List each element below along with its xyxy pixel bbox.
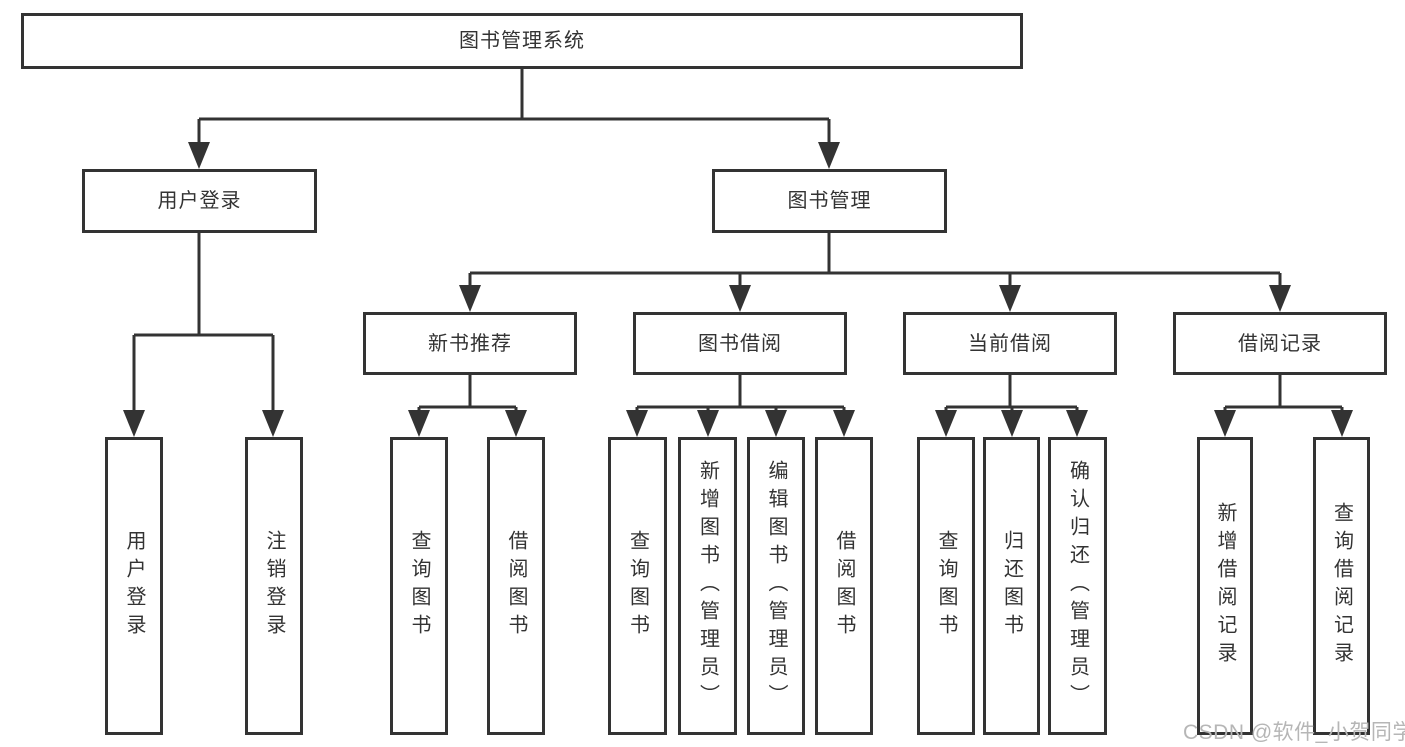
leaf-confirm-return-admin: 确认归还（管理员） (1048, 437, 1107, 735)
node-book-management: 图书管理 (712, 169, 947, 233)
leaf-query-borrow-record: 查询借阅记录 (1313, 437, 1370, 735)
node-book-borrowing: 图书借阅 (633, 312, 847, 375)
leaf-edit-book-admin: 编辑图书（管理员） (747, 437, 805, 735)
csdn-watermark: CSDN @软件_小贺同学 (1183, 721, 1405, 744)
leaf-logout: 注销登录 (245, 437, 303, 735)
leaf-borrow-books-recommend: 借阅图书 (487, 437, 545, 735)
node-user-login: 用户登录 (82, 169, 317, 233)
node-current-borrowing: 当前借阅 (903, 312, 1117, 375)
leaf-add-borrow-record: 新增借阅记录 (1197, 437, 1253, 735)
leaf-query-books-recommend: 查询图书 (390, 437, 448, 735)
leaf-return-books: 归还图书 (983, 437, 1040, 735)
leaf-query-books-current: 查询图书 (917, 437, 975, 735)
node-borrowing-records: 借阅记录 (1173, 312, 1387, 375)
node-new-book-recommend: 新书推荐 (363, 312, 577, 375)
leaf-query-books-borrowing: 查询图书 (608, 437, 667, 735)
leaf-borrow-books-borrowing: 借阅图书 (815, 437, 873, 735)
node-root: 图书管理系统 (21, 13, 1023, 69)
leaf-user-login: 用户登录 (105, 437, 163, 735)
leaf-add-book-admin: 新增图书（管理员） (678, 437, 737, 735)
arrowheads (123, 142, 1353, 437)
